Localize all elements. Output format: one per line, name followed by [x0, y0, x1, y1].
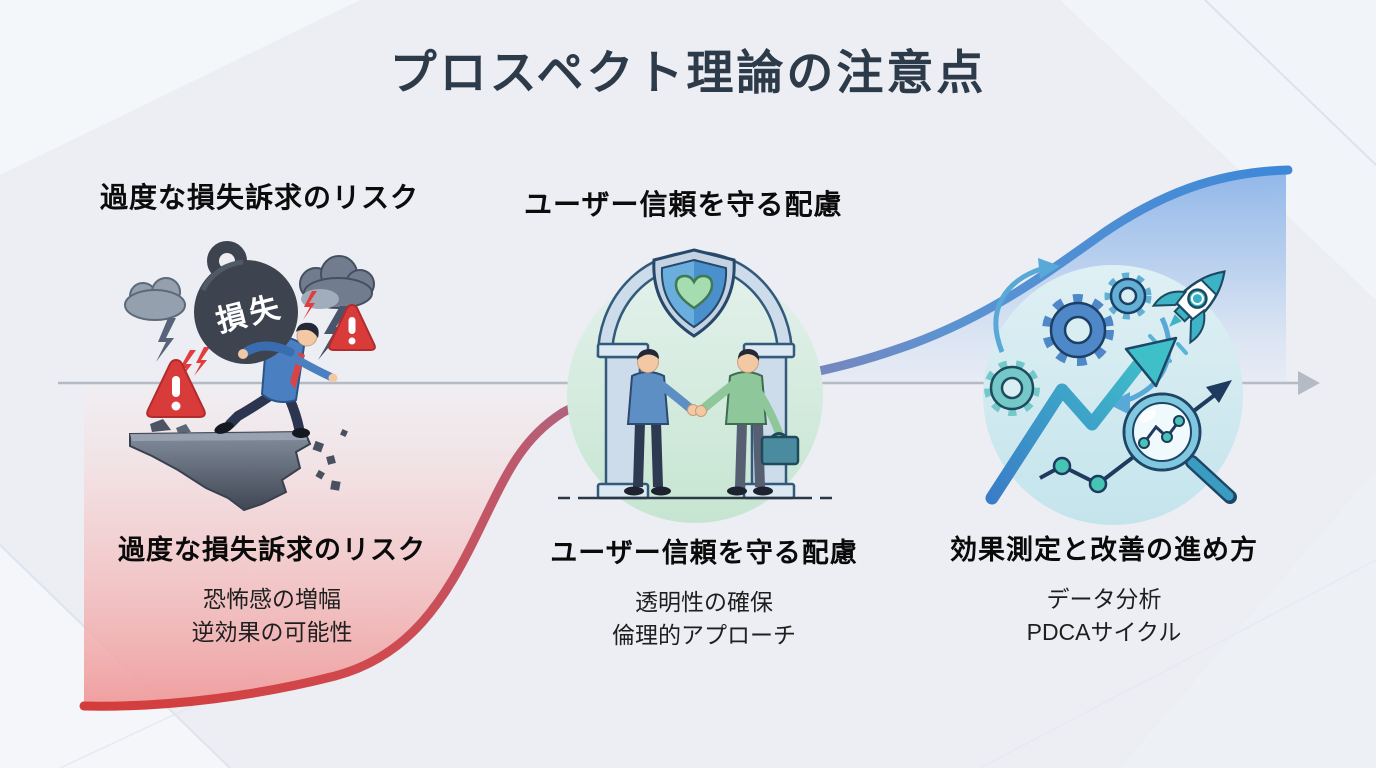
loss-weight-icon	[194, 241, 298, 364]
briefcase-icon	[760, 432, 800, 466]
warning-triangle-icon	[328, 303, 376, 351]
rocket-icon	[1151, 270, 1226, 345]
section2-top-label: ユーザー信頼を守る配慮	[524, 189, 843, 220]
illustration-user-trust	[558, 248, 832, 523]
magnifier-icon	[1122, 392, 1237, 504]
person-blue-figure	[624, 349, 696, 496]
gear-icon	[1042, 294, 1114, 366]
cliff-icon	[129, 419, 348, 512]
section1-heading: 過度な損失訴求のリスク	[118, 535, 426, 565]
section1-point: 逆効果の可能性	[191, 619, 353, 645]
section2-heading: ユーザー信頼を守る配慮	[550, 538, 858, 568]
section3-point: PDCAサイクル	[1026, 619, 1182, 645]
section1-top-label: 過度な損失訴求のリスク	[100, 182, 420, 213]
warning-triangle-icon	[146, 358, 206, 418]
section3-caption: 効果測定と改善の進め方 データ分析 PDCAサイクル	[922, 528, 1286, 649]
section2-caption: ユーザー信頼を守る配慮 透明性の確保 倫理的アプローチ	[522, 531, 886, 652]
lightning-icon	[156, 318, 176, 362]
section2-point: 透明性の確保	[635, 589, 773, 615]
page-title: プロスペクト理論の注意点	[389, 46, 987, 99]
section3-point: データ分析	[1046, 586, 1162, 612]
axis-arrowhead-icon	[1298, 371, 1320, 395]
gear-icon	[1104, 272, 1152, 320]
falling-debris-icon	[312, 429, 348, 491]
illustration-measure-improve	[983, 258, 1243, 525]
storm-cloud-icon	[124, 277, 186, 362]
handshake-icon	[687, 404, 707, 417]
section2-point: 倫理的アプローチ	[612, 622, 796, 648]
heart-icon	[674, 274, 714, 310]
red-zap-icon	[303, 291, 317, 320]
illustration-loss-risk	[124, 241, 376, 512]
gear-icon	[984, 360, 1040, 416]
section1-point: 恐怖感の増幅	[203, 586, 341, 612]
shield-heart-icon	[652, 248, 736, 338]
section3-heading: 効果測定と改善の進め方	[950, 535, 1258, 565]
growth-arrow-icon	[985, 336, 1178, 505]
businessman-figure	[214, 322, 338, 438]
red-zap-icon	[178, 347, 210, 382]
storm-cloud-icon	[299, 255, 375, 360]
section1-caption: 過度な損失訴求のリスク 恐怖感の増幅 逆効果の可能性	[90, 528, 454, 649]
lightning-icon	[318, 306, 350, 360]
